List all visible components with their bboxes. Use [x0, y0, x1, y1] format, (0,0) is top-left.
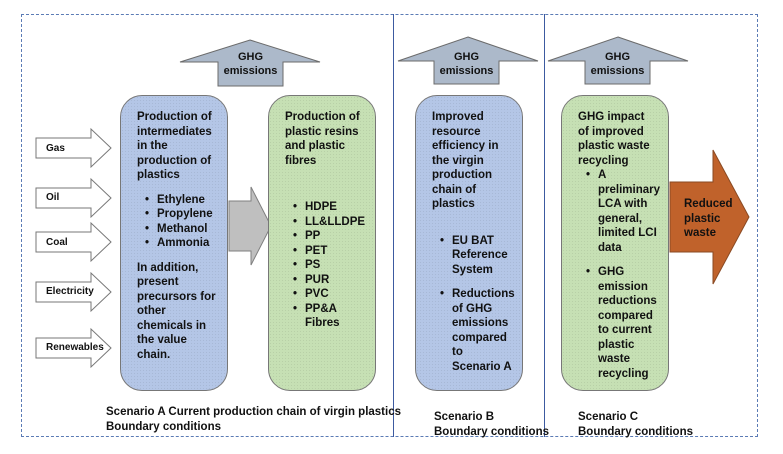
flow-arrow	[228, 186, 272, 266]
list-item: PVC	[293, 287, 365, 302]
input-label-oil: Oil	[46, 192, 60, 203]
scenario-c-caption: Scenario C Boundary conditions	[578, 411, 693, 438]
list-item: GHG emission reductions compared to curr…	[586, 265, 658, 381]
list-item: A preliminary LCA with general, limited …	[586, 168, 660, 255]
input-arrow-renewables	[35, 327, 112, 369]
list-item: Methanol	[145, 222, 217, 237]
input-arrow-coal	[35, 221, 112, 263]
input-label-renewables: Renewables	[46, 342, 104, 353]
ghg-emissions-arrow-c	[547, 36, 689, 85]
list-item: PP&A Fibres	[293, 302, 365, 331]
divider-b-c	[544, 14, 545, 437]
scenario-c-heading: GHG impact of improved plastic waste rec…	[578, 111, 650, 167]
divider-a-b	[393, 14, 394, 437]
input-label-coal: Coal	[46, 237, 68, 248]
intermediates-list: Ethylene Propylene Methanol Ammonia	[137, 193, 217, 251]
input-label-electricity: Electricity	[46, 286, 94, 297]
list-item: Propylene	[145, 207, 217, 222]
scenario-b-heading: Improved resource efficiency in the virg…	[432, 111, 499, 210]
diagram-frame	[21, 14, 758, 437]
scenario-b-list-2: Reductions of GHG emissions compared to …	[432, 287, 515, 374]
list-item: PP	[293, 229, 365, 244]
list-item: EU BAT Reference System	[440, 234, 512, 278]
resins-heading: Production of plastic resins and plastic…	[285, 111, 360, 167]
scenario-c-list: A preliminary LCA with general, limited …	[578, 168, 660, 255]
resins-box: Production of plastic resins and plastic…	[268, 95, 376, 391]
resins-list: HDPE LL&LLDPE PP PET PS PUR PVC PP&A Fib…	[285, 200, 365, 331]
input-label-gas: Gas	[46, 143, 65, 154]
ghg-emissions-arrow-b	[397, 36, 539, 85]
list-item: LL&LLDPE	[293, 215, 365, 230]
list-item: Reductions of GHG emissions compared to …	[440, 287, 515, 374]
list-item: PUR	[293, 273, 365, 288]
scenario-c-box: GHG impact of improved plastic waste rec…	[561, 95, 669, 391]
input-arrow-oil	[35, 177, 112, 219]
list-item: HDPE	[293, 200, 365, 215]
list-item: PS	[293, 258, 365, 273]
ghg-emissions-arrow-a	[179, 39, 321, 87]
intermediates-heading: Production of intermediates in the produ…	[137, 111, 212, 181]
scenario-b-list: EU BAT Reference System	[432, 234, 512, 278]
input-arrow-gas	[35, 127, 112, 169]
scenario-c-list-2: GHG emission reductions compared to curr…	[578, 265, 658, 381]
input-arrow-electricity	[35, 271, 112, 313]
list-item: Ammonia	[145, 236, 217, 251]
scenario-a-caption: Scenario A Current production chain of v…	[106, 406, 401, 433]
list-item: PET	[293, 244, 365, 259]
list-item: Ethylene	[145, 193, 217, 208]
scenario-b-caption: Scenario B Boundary conditions	[434, 411, 549, 438]
intermediates-box: Production of intermediates in the produ…	[120, 95, 228, 391]
intermediates-footer: In addition, present precursors for othe…	[137, 261, 216, 361]
reduced-waste-arrow	[669, 149, 750, 285]
reduced-waste-label: Reduced plastic waste	[684, 198, 733, 239]
scenario-b-box: Improved resource efficiency in the virg…	[415, 95, 523, 391]
